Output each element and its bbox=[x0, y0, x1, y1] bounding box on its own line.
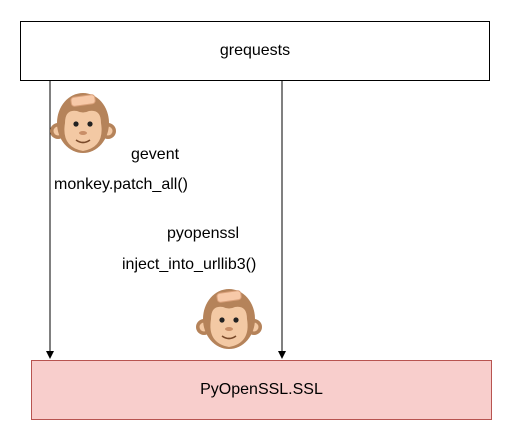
grequests-label: grequests bbox=[219, 42, 291, 59]
monkey-face-icon bbox=[50, 93, 116, 153]
monkey-patch-all-label: monkey.patch_all() bbox=[54, 176, 188, 193]
grequests-node: grequests bbox=[20, 21, 490, 81]
pyopenssl-ssl-node: PyOpenSSL.SSL bbox=[31, 360, 492, 420]
monkey-face-icon bbox=[196, 289, 262, 349]
inject-into-urllib3-label: inject_into_urllib3() bbox=[122, 256, 257, 273]
gevent-label: gevent bbox=[131, 146, 180, 163]
pyopenssl-label: pyopenssl bbox=[167, 225, 240, 242]
pyopenssl-ssl-label: PyOpenSSL.SSL bbox=[200, 381, 323, 398]
